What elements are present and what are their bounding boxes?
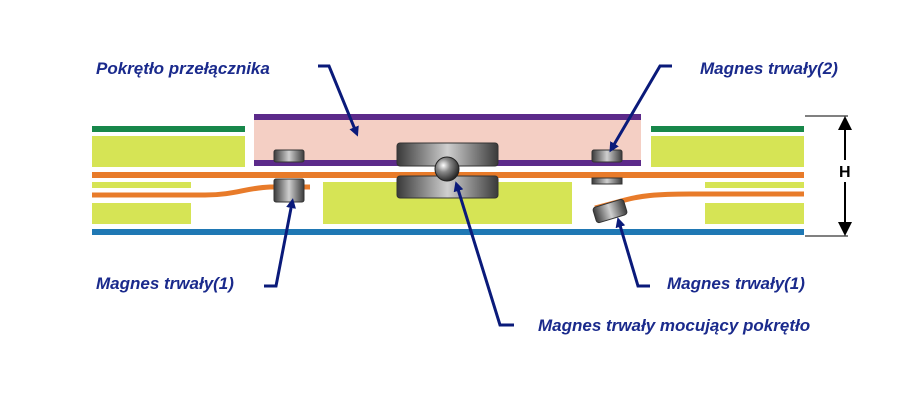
magnet-2-left-knob: [273, 149, 305, 163]
height-label: H: [839, 164, 851, 181]
right-lower-lime-block: [705, 203, 804, 224]
magnet-2-right-knob: [591, 149, 623, 163]
magnet2-leader-arrow: [609, 64, 672, 153]
magnet1-right-leader-arrow: [615, 217, 650, 288]
blue-base-strip: [92, 229, 804, 235]
mounting-magnet-label: Magnes trwały mocujący pokrętło: [538, 316, 810, 335]
magnet1-left-leader-arrow: [264, 198, 296, 288]
knob-top-plate: [254, 114, 641, 120]
magnet-1-right-tail: [591, 177, 623, 185]
mounting-ball: [434, 156, 460, 182]
magnet1-right-label: Magnes trwały(1): [667, 274, 805, 293]
right-top-green-strip: [651, 126, 804, 132]
left-lower-lime-block: [92, 203, 191, 224]
magnet2-label: Magnes trwały(2): [700, 59, 838, 78]
right-upper-lime-block: [651, 136, 804, 167]
knob-label: Pokrętło przełącznika: [96, 59, 270, 78]
magnet-1-right-tilted: [592, 198, 628, 224]
magnet1-left-label: Magnes trwały(1): [96, 274, 234, 293]
knob-leader-arrow: [318, 64, 359, 137]
height-arrow-down-icon: [838, 222, 852, 236]
mounting-magnet-leader-arrow: [453, 181, 514, 327]
right-thin-lime-strip: [705, 182, 804, 188]
left-thin-lime-strip: [92, 182, 191, 188]
height-arrow-up-icon: [838, 116, 852, 130]
left-top-green-strip: [92, 126, 245, 132]
magnet-1-left: [273, 178, 305, 203]
orange-right-flex-contact: [594, 191, 804, 211]
left-upper-lime-block: [92, 136, 245, 167]
orange-left-flex-contact: [92, 184, 310, 198]
